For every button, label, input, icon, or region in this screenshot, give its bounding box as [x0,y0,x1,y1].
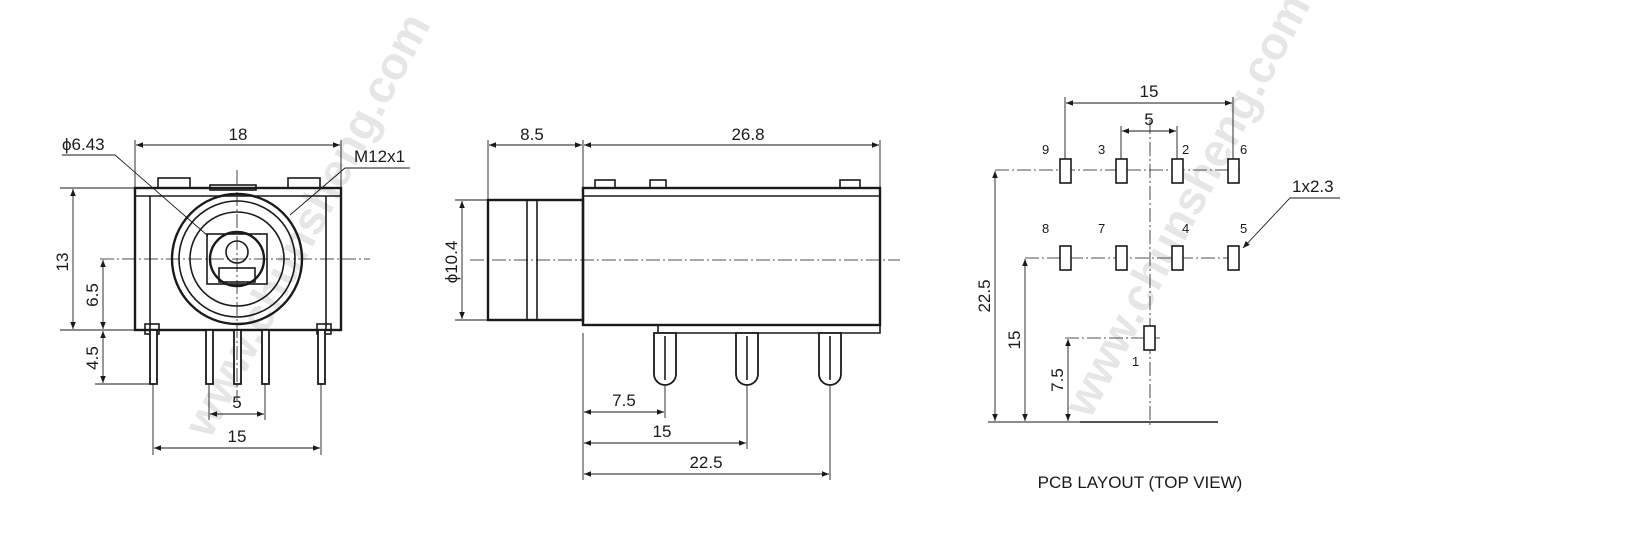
dim-pin-length: 4.5 [83,346,102,370]
front-pin-4 [261,329,270,385]
dim-center-height: 6.5 [83,283,102,307]
dim-pin-3-offset: 22.5 [689,453,722,472]
pad-label-3: 3 [1098,142,1105,157]
pcb-dim-row2-y: 15 [1005,331,1024,350]
dim-body-length: 26.8 [731,125,764,144]
pad-label-2: 2 [1182,142,1189,157]
pad-label-4: 4 [1182,221,1189,236]
front-pin-3 [233,329,242,385]
pad-label-9: 9 [1042,142,1049,157]
pcb-dim-pitch-x: 5 [1144,110,1153,129]
pcb-layout: 9 3 2 6 8 7 4 5 1 15 5 1x2.3 22.5 15 7.5… [975,82,1340,492]
front-pin-1 [149,329,158,385]
pcb-dim-span-y: 22.5 [975,279,994,312]
pcb-dim-span-x: 15 [1140,82,1159,101]
pcb-pad-3 [1115,158,1128,184]
pcb-pad-8 [1059,245,1072,271]
pad-label-7: 7 [1098,221,1105,236]
pad-label-6: 6 [1240,142,1247,157]
front-pin-5 [317,329,326,385]
pcb-pad-2 [1171,158,1184,184]
dim-hole-diameter: ϕ6.43 [62,135,105,154]
watermark-right: www.chunsheng.com [1052,0,1320,426]
pcb-dim-pad1-y: 7.5 [1048,368,1067,392]
pcb-layout-title: PCB LAYOUT (TOP VIEW) [1038,473,1243,492]
pad-label-1: 1 [1132,354,1139,369]
dim-pin-pitch: 5 [232,393,241,412]
dim-thread: M12x1 [354,147,405,166]
front-pin-2 [205,329,214,385]
dim-width-top: 18 [229,125,248,144]
dim-pin-2-offset: 15 [653,422,672,441]
side-view: 8.5 26.8 ϕ10.4 7.5 15 22.5 [442,125,900,480]
pad-label-5: 5 [1240,221,1247,236]
pcb-pad-7 [1115,245,1128,271]
pcb-dim-pad-size: 1x2.3 [1292,177,1334,196]
front-top-tab-left [157,177,191,189]
dim-nose-length: 8.5 [520,125,544,144]
dim-height: 13 [53,253,72,272]
pad-label-8: 8 [1042,221,1049,236]
pcb-pad-4 [1171,245,1184,271]
dim-pin-span: 15 [228,427,247,446]
pcb-pad-1 [1143,325,1156,351]
pcb-pad-6 [1227,158,1240,184]
pcb-pad-9 [1059,158,1072,184]
dim-pin-1-offset: 7.5 [612,391,636,410]
front-view: 18 ϕ6.43 M12x1 13 6.5 4.5 5 15 [53,125,410,455]
pcb-pad-5 [1227,245,1240,271]
side-body [581,186,882,327]
dim-nose-diameter: ϕ10.4 [442,241,461,284]
